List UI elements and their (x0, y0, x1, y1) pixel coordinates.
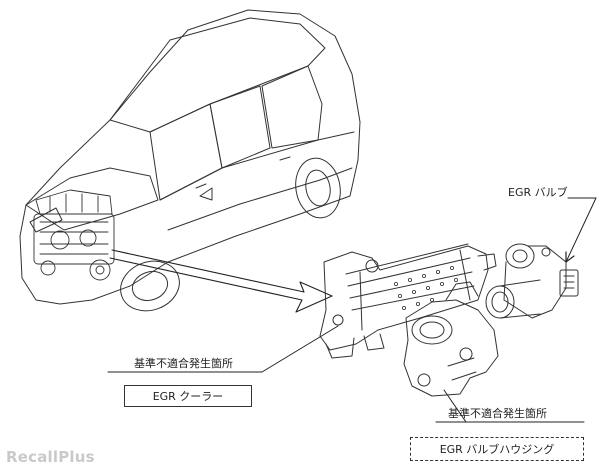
egr-valve-label: EGR バルブ (508, 186, 568, 199)
egr-valve-housing-label: EGR バルブハウジング (410, 437, 584, 461)
egr-valve-part (485, 243, 579, 319)
car-illustration (19, 9, 361, 312)
egr-cooler-label: EGR クーラー (124, 385, 252, 407)
defect-location-label-1: 基準不適合発生箇所 (134, 357, 233, 370)
leader-lines (107, 197, 597, 423)
watermark-logo: RecallPlus (6, 448, 95, 466)
egr-cooler-part (319, 243, 497, 359)
defect-1-leader (107, 325, 339, 373)
defect-location-label-2: 基準不適合発生箇所 (448, 407, 547, 420)
pointer-arrow (109, 249, 333, 313)
egr-valve-leader (565, 197, 597, 263)
engine-illustration (33, 189, 115, 281)
egr-valve-housing-part (403, 281, 499, 397)
